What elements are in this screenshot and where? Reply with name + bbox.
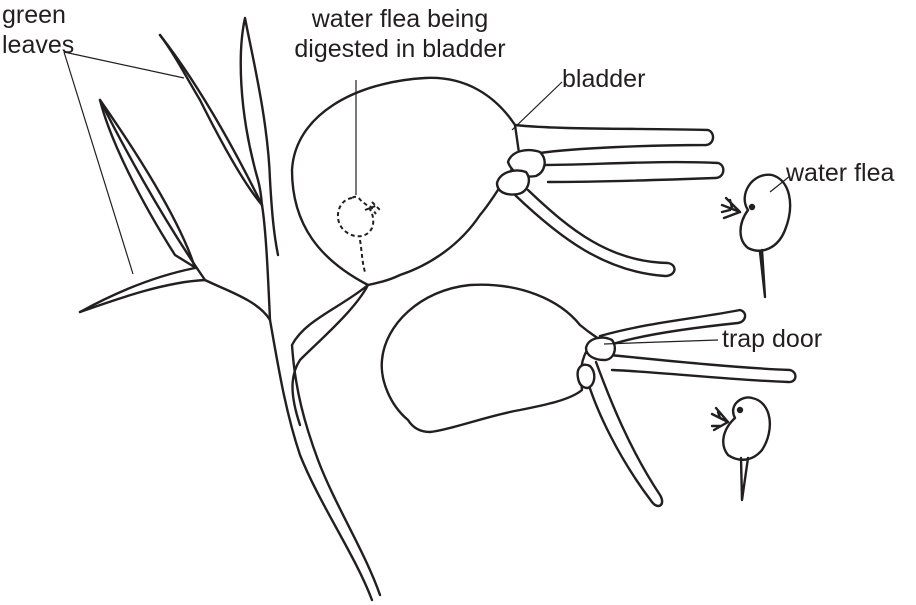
digested-label-line2: digested in bladder bbox=[276, 34, 524, 64]
green-leaves-label: green leaves bbox=[2, 0, 74, 60]
upper-bladder-tentacle-2 bbox=[540, 162, 723, 182]
lower-bladder bbox=[293, 285, 796, 506]
green-leaves-label-line2: leaves bbox=[2, 30, 74, 60]
lower-bladder-body bbox=[382, 285, 600, 432]
upper-bladder bbox=[292, 78, 723, 285]
upper-bladder-body bbox=[292, 78, 520, 285]
water-flea-lower bbox=[712, 397, 770, 500]
plant-stem bbox=[80, 280, 380, 600]
digested-water-flea bbox=[338, 197, 380, 272]
lower-bladder-tentacle-2 bbox=[610, 355, 795, 382]
lower-bladder-stalk bbox=[293, 285, 369, 425]
leaf-top bbox=[241, 18, 278, 255]
upper-bladder-tentacle-1 bbox=[515, 125, 713, 153]
upper-trap-door-bottom bbox=[497, 170, 529, 194]
water-flea-upper bbox=[722, 175, 790, 297]
lower-bladder-tentacle-3 bbox=[585, 362, 662, 506]
digested-label: water flea being digested in bladder bbox=[276, 4, 524, 64]
leaf-upper-left bbox=[100, 35, 270, 320]
lower-trap-door-top bbox=[586, 338, 615, 360]
leaf-upper-left-inner bbox=[160, 35, 262, 205]
leaf-lower-left bbox=[80, 100, 196, 312]
bladder-leader bbox=[512, 82, 562, 130]
green-leaves-label-line1: green bbox=[2, 0, 74, 30]
water-flea-label: water flea bbox=[786, 158, 894, 188]
upper-bladder-tentacle-3 bbox=[515, 190, 674, 276]
digested-label-line1: water flea being bbox=[276, 4, 524, 34]
lower-trap-door-bottom bbox=[578, 365, 595, 388]
trap-door-label: trap door bbox=[722, 324, 822, 354]
bladder-label: bladder bbox=[562, 64, 645, 94]
